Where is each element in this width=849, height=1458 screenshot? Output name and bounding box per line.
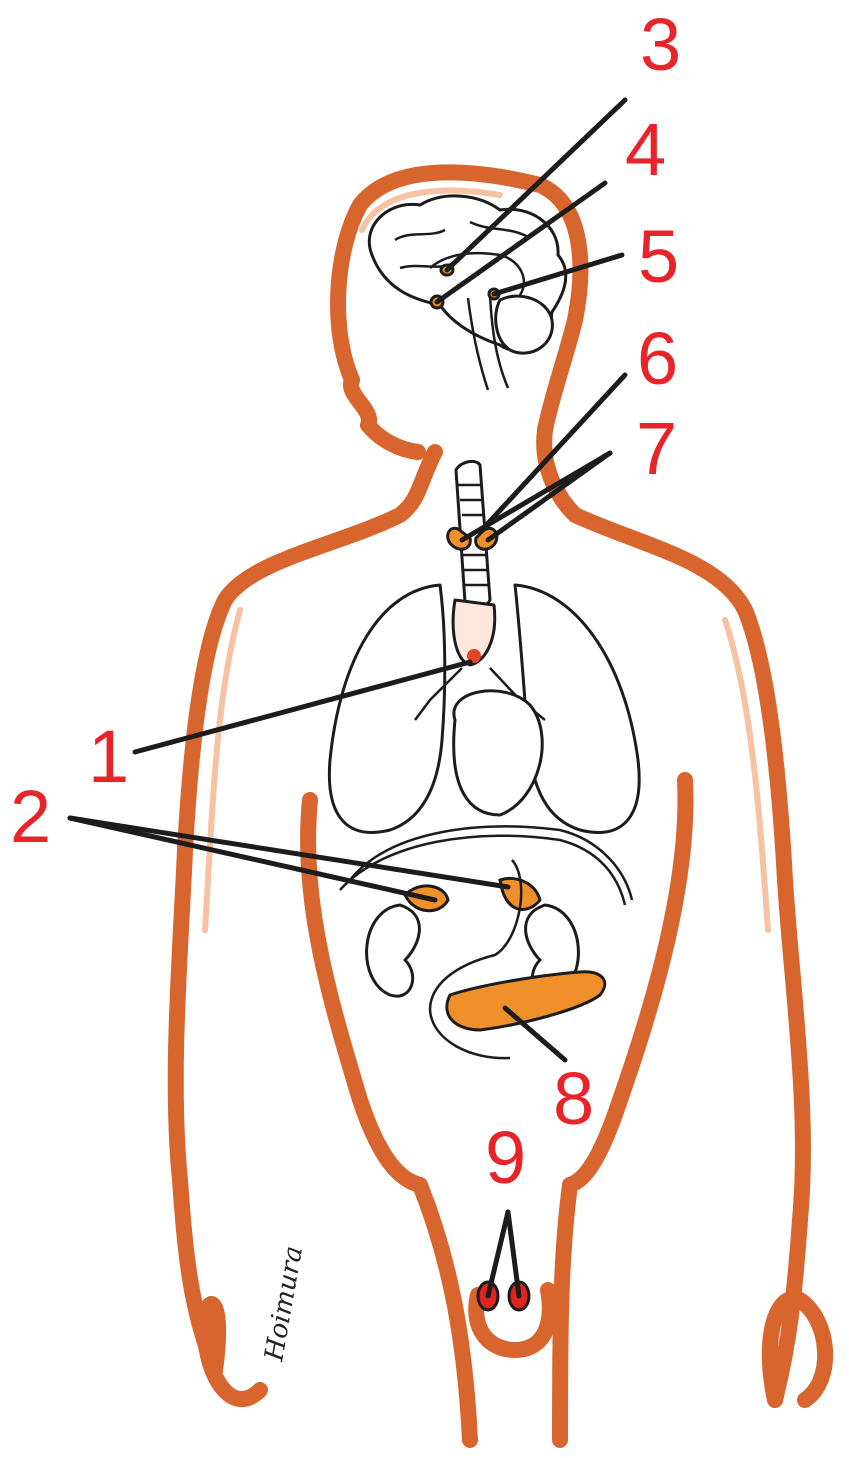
leader-9a (488, 1212, 508, 1296)
callout-label-9: 9 (485, 1116, 526, 1199)
artist-signature: Hoimura (259, 1244, 309, 1364)
callout-labels: 1 2 3 4 5 6 7 8 9 (10, 3, 681, 1199)
callout-label-6: 6 (637, 317, 678, 400)
callout-label-4: 4 (625, 108, 666, 191)
callout-label-5: 5 (638, 215, 679, 298)
callout-label-8: 8 (553, 1057, 594, 1140)
leader-2b (70, 818, 508, 887)
callout-label-7: 7 (636, 407, 677, 490)
callout-label-1: 1 (88, 715, 129, 798)
brain (369, 196, 565, 390)
callout-label-2: 2 (10, 775, 51, 858)
callout-label-3: 3 (640, 3, 681, 86)
